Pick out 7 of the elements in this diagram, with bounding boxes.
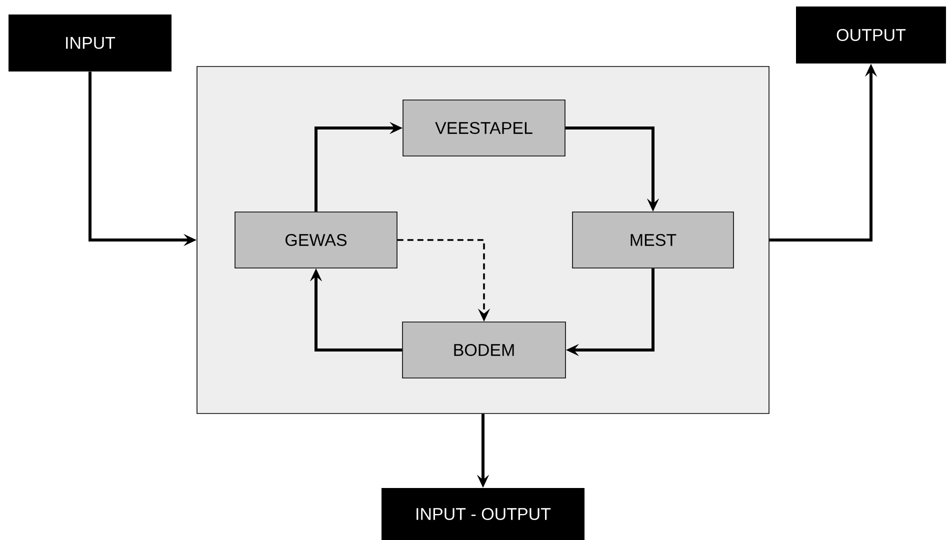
terminal-box: INPUT [8,14,172,72]
terminal-box: INPUT - OUTPUT [382,488,584,540]
process-box: VEESTAPEL [402,100,566,156]
terminal-box: OUTPUT [796,6,946,64]
process-box: BODEM [402,322,566,378]
process-box: GEWAS [234,212,398,268]
process-box: MEST [572,212,734,268]
